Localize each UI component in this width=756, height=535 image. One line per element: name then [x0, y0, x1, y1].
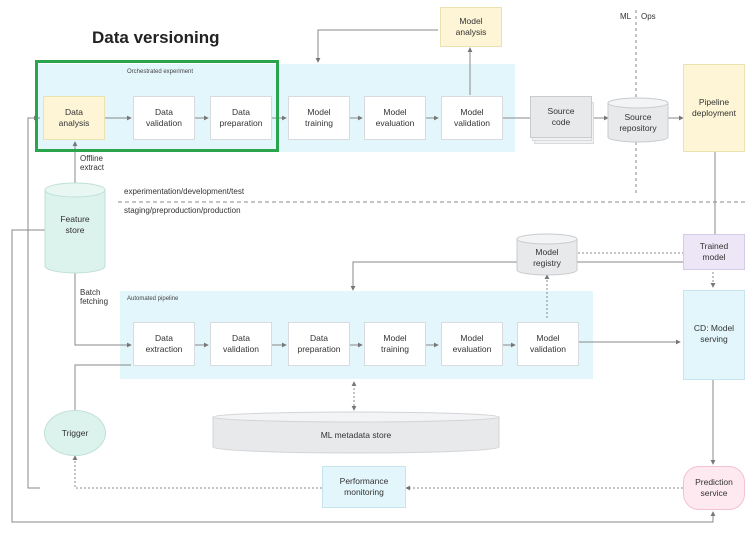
pipe-data-preparation-box: Data preparation [288, 322, 350, 366]
pipe-data-validation-box: Data validation [210, 322, 272, 366]
performance-monitoring-box: Performance monitoring [322, 466, 406, 508]
offline-extract-label: Offline extract [80, 154, 105, 172]
data-versioning-highlight [35, 60, 279, 152]
orchestrated-experiment-region [35, 64, 515, 152]
ops-label: Ops [641, 12, 656, 21]
pipe-model-evaluation-box: Model evaluation [441, 322, 503, 366]
trigger-node: Trigger [44, 410, 106, 456]
model-registry-label: Model registry [533, 247, 561, 268]
orchestrated-experiment-label: Orchestrated experiment [127, 69, 194, 75]
prediction-service-box: Prediction service [683, 466, 745, 510]
ml-metadata-store-label: ML metadata store [320, 429, 392, 440]
trained-model-box: Trained model [683, 234, 745, 270]
ml-metadata-store-cylinder [212, 411, 500, 454]
feature-store-cylinder [44, 182, 106, 274]
source-code-box: Source code [530, 96, 592, 138]
model-analysis-box: Model analysis [440, 7, 502, 47]
source-repository-label: Source repository [619, 112, 657, 133]
pipe-model-validation-box: Model validation [517, 322, 579, 366]
exp-dev-test-label: experimentation/development/test [124, 187, 245, 196]
batch-fetching-label: Batch fetching [80, 288, 109, 306]
pipe-data-extraction-box: Data extraction [133, 322, 195, 366]
exp-data-validation-box: Data validation [133, 96, 195, 140]
ml-label: ML [620, 12, 632, 21]
exp-model-training-box: Model training [288, 96, 350, 140]
pipeline-deployment-box: Pipeline deployment [683, 64, 745, 152]
pipe-model-training-box: Model training [364, 322, 426, 366]
data-versioning-title: Data versioning [92, 28, 220, 47]
automated-pipeline-label: Automated pipeline [127, 296, 179, 302]
data-analysis-box: Data analysis [43, 96, 105, 140]
automated-pipeline-region [120, 291, 593, 379]
model-registry-cylinder [516, 233, 578, 276]
staging-prod-label: staging/preproduction/production [124, 206, 241, 215]
exp-model-evaluation-box: Model evaluation [364, 96, 426, 140]
exp-model-validation-box: Model validation [441, 96, 503, 140]
source-repository-cylinder [607, 97, 669, 143]
exp-data-preparation-box: Data preparation [210, 96, 272, 140]
cd-model-serving-box: CD: Model serving [683, 290, 745, 380]
feature-store-label: Feature store [60, 214, 90, 235]
